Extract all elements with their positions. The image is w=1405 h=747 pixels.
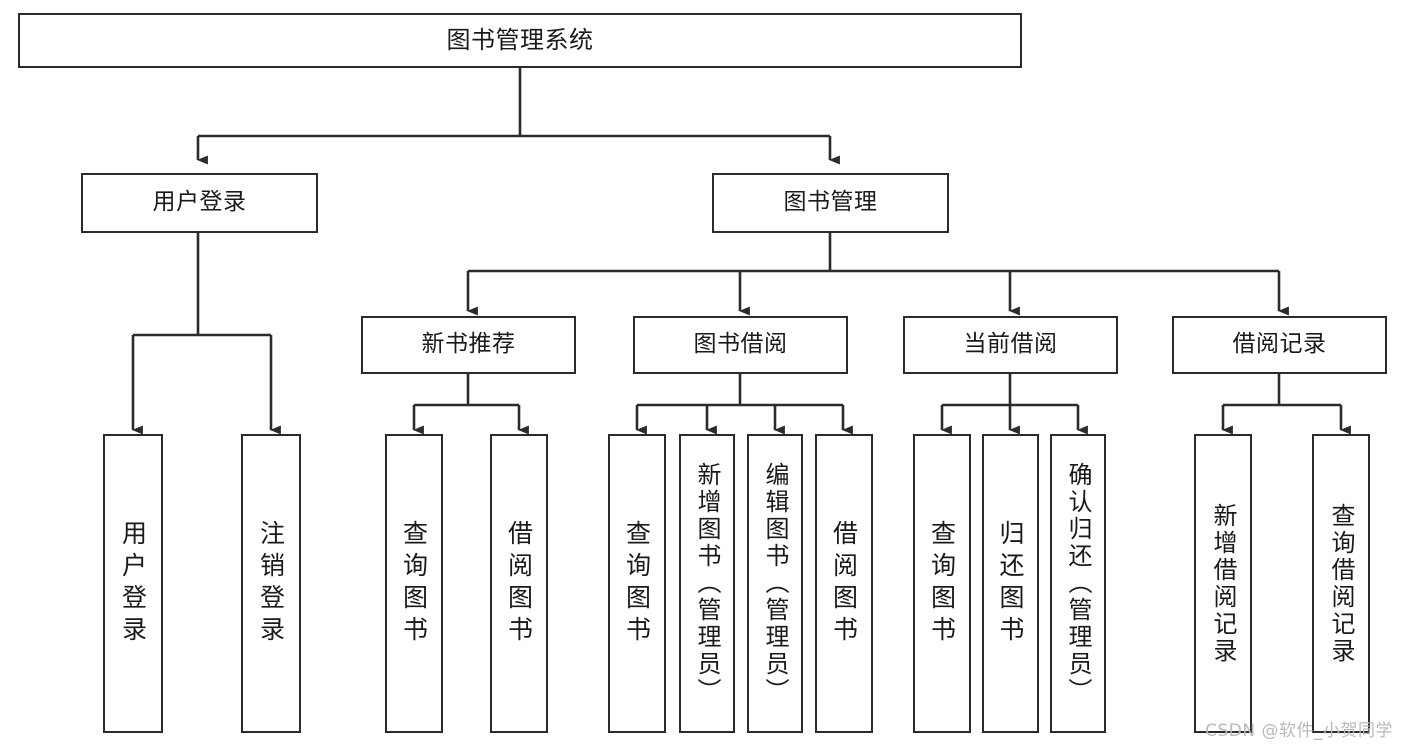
node-label: 注销登录 [256, 519, 286, 648]
node-label: 借阅图书 [504, 519, 534, 648]
leaf-new-book-query-book[interactable]: 查询图书 [385, 434, 443, 733]
node-current-borrow[interactable]: 当前借阅 [903, 316, 1118, 374]
node-root-system[interactable]: 图书管理系统 [18, 13, 1022, 68]
node-label: 编辑图书（管理员） [761, 462, 789, 705]
leaf-borrow-record-query-record[interactable]: 查询借阅记录 [1312, 434, 1370, 733]
leaf-current-borrow-confirm-return-admin[interactable]: 确认归还（管理员） [1050, 434, 1106, 733]
node-label: 新书推荐 [421, 331, 516, 358]
node-label: 查询图书 [622, 519, 652, 648]
node-user-login[interactable]: 用户登录 [81, 173, 318, 233]
leaf-book-borrow-borrow-book[interactable]: 借阅图书 [815, 434, 873, 733]
node-label: 归还图书 [996, 519, 1025, 648]
leaf-new-book-borrow-book[interactable]: 借阅图书 [490, 434, 548, 733]
node-label: 用户登录 [118, 519, 148, 648]
leaf-user-login-logout[interactable]: 注销登录 [241, 434, 301, 733]
node-label: 借阅图书 [829, 519, 859, 648]
node-label: 图书借阅 [693, 331, 788, 358]
node-label: 用户登录 [152, 189, 247, 216]
node-label: 新增借阅记录 [1209, 502, 1237, 665]
node-label: 图书管理 [783, 189, 878, 216]
watermark-text: CSDN @软件_小贺同学 [1205, 721, 1393, 741]
node-book-borrow[interactable]: 图书借阅 [633, 316, 848, 374]
node-label: 查询图书 [399, 519, 429, 648]
leaf-user-login-login[interactable]: 用户登录 [103, 434, 163, 733]
node-label: 确认归还（管理员） [1064, 462, 1092, 705]
node-label: 借阅记录 [1232, 331, 1327, 358]
leaf-book-borrow-query-book[interactable]: 查询图书 [608, 434, 666, 733]
node-book-management[interactable]: 图书管理 [712, 173, 949, 233]
leaf-book-borrow-edit-book-admin[interactable]: 编辑图书（管理员） [747, 434, 803, 733]
leaf-book-borrow-add-book-admin[interactable]: 新增图书（管理员） [679, 434, 735, 733]
leaf-borrow-record-add-record[interactable]: 新增借阅记录 [1194, 434, 1252, 733]
node-label: 查询借阅记录 [1327, 502, 1355, 665]
node-label: 当前借阅 [963, 331, 1058, 358]
leaf-current-borrow-query-book[interactable]: 查询图书 [913, 434, 971, 733]
node-label: 查询图书 [927, 519, 957, 648]
node-label: 新增图书（管理员） [693, 462, 721, 705]
node-new-book-recommend[interactable]: 新书推荐 [361, 316, 576, 374]
node-borrow-record[interactable]: 借阅记录 [1172, 316, 1387, 374]
node-label: 图书管理系统 [446, 26, 594, 55]
leaf-current-borrow-return-book[interactable]: 归还图书 [982, 434, 1039, 733]
